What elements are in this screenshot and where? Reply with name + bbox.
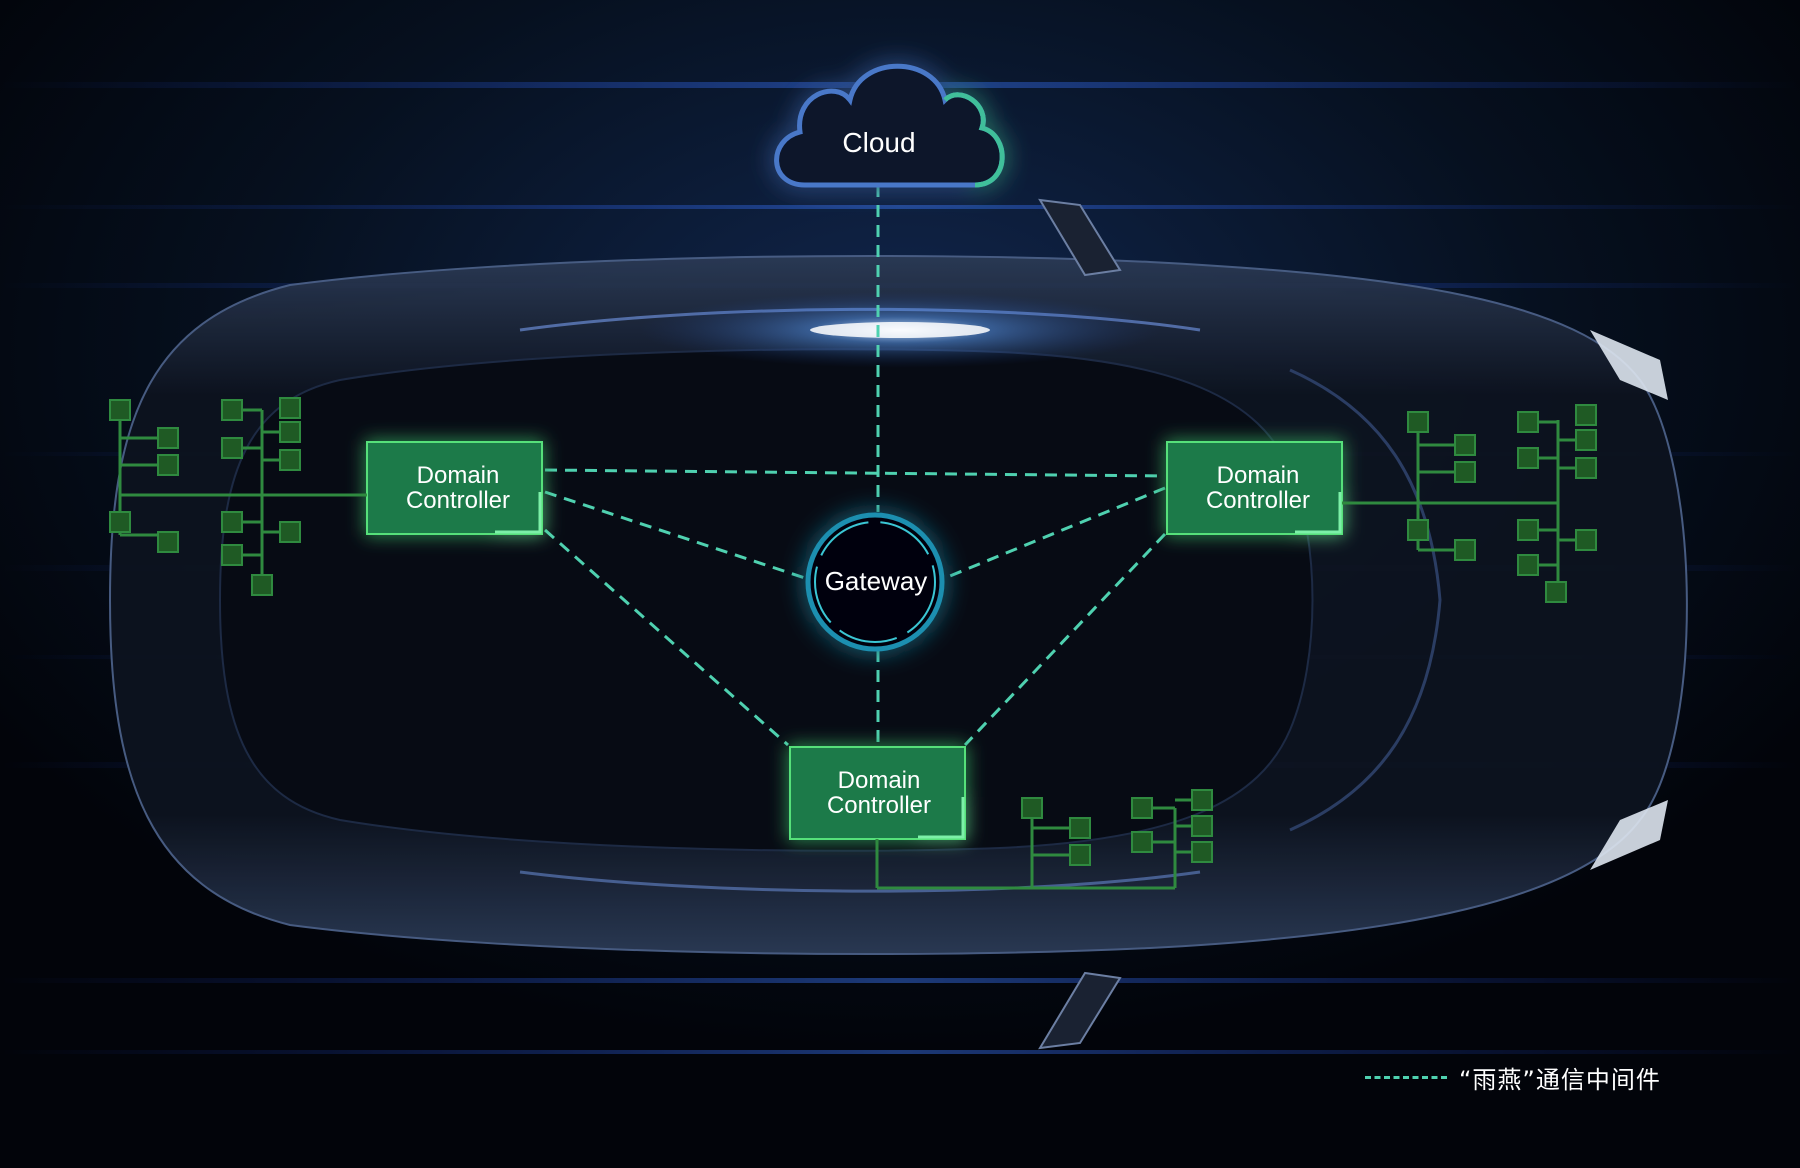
gateway-node (805, 512, 945, 652)
ecu-bus-left (118, 408, 367, 585)
headlight-bottom (1590, 800, 1668, 870)
cloud-label: Cloud (842, 127, 916, 158)
middleware-links (544, 185, 1167, 747)
gateway-label: Gateway (824, 566, 928, 596)
domain-controller-bottom-box (789, 746, 966, 840)
cloud-node (774, 63, 1005, 188)
ecu-nodes-left (109, 397, 301, 596)
domain-controller-left-box (366, 441, 543, 535)
legend-dashed-line (1365, 1075, 1447, 1079)
domain-controller-bottom-line2: Controller (826, 792, 932, 820)
domain-controller-left-label: Domain Controller (368, 462, 548, 515)
ecu-nodes-right (1407, 404, 1597, 603)
domain-controller-right-line2: Controller (1205, 487, 1311, 515)
headlight-top (1590, 330, 1668, 400)
link-right-bottom (963, 532, 1167, 747)
mirror-bottom (1038, 971, 1122, 1050)
ecu-nodes-bottom (1021, 789, 1213, 866)
legend: “雨燕”通信中间件 (1365, 1062, 1661, 1094)
link-left-gateway (544, 490, 806, 580)
domain-controller-bottom-label: Domain Controller (789, 767, 969, 820)
domain-controller-bottom-line1: Domain (837, 767, 921, 794)
domain-controller-left-line1: Domain (416, 462, 500, 489)
link-left-right (544, 468, 1166, 478)
link-left-bottom (544, 528, 789, 747)
legend-label: “雨燕”通信中间件 (1459, 1065, 1661, 1094)
mirror-top (1038, 198, 1122, 277)
domain-controller-right-line1: Domain (1216, 462, 1300, 489)
domain-controller-right-box (1166, 441, 1343, 535)
domain-controller-left-line2: Controller (405, 487, 511, 515)
domain-controller-right-label: Domain Controller (1168, 462, 1348, 515)
